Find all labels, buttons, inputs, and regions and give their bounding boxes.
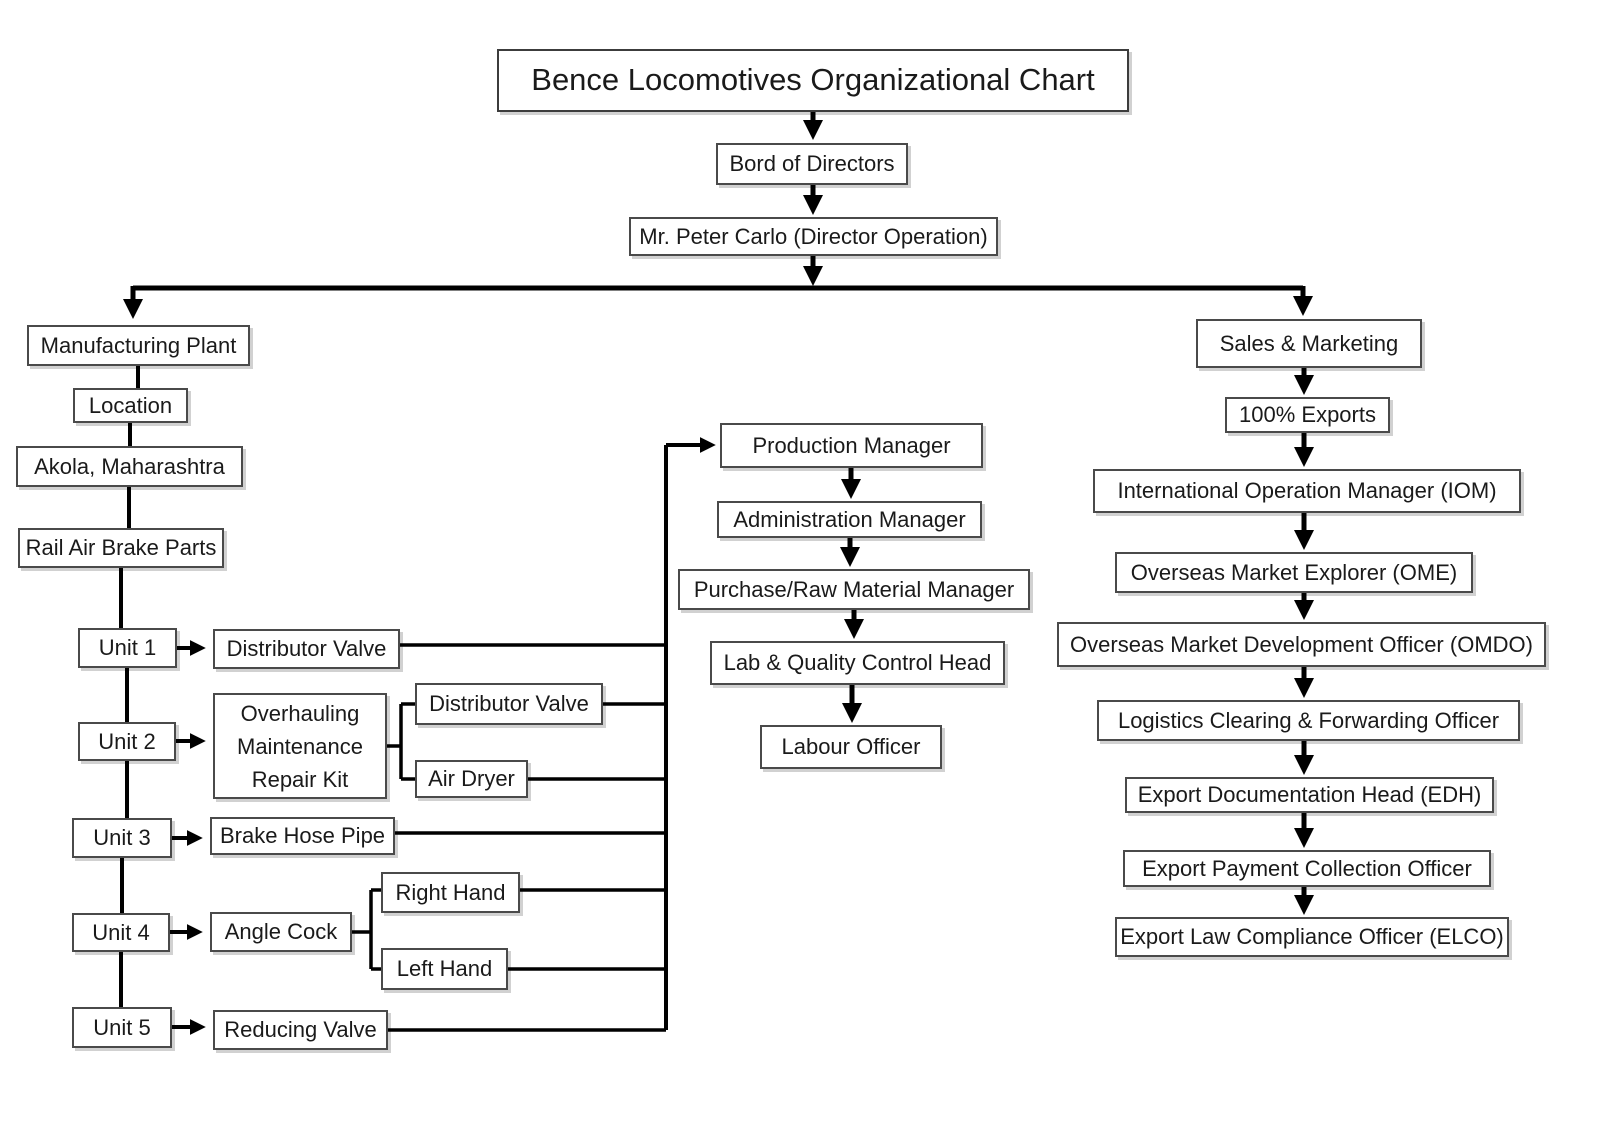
purchase-raw-material-manager-node: Purchase/Raw Material Manager	[678, 569, 1030, 610]
elco-node: Export Law Compliance Officer (ELCO)	[1115, 917, 1509, 957]
unit-3-node: Unit 3	[72, 818, 172, 858]
labour-officer-node: Labour Officer	[760, 725, 942, 769]
omdo-node: Overseas Market Development Officer (OMD…	[1057, 622, 1546, 667]
exports-node: 100% Exports	[1225, 397, 1390, 433]
unit-4-subproduct-2-node: Left Hand	[381, 948, 508, 990]
unit-2-subproduct-2-node: Air Dryer	[415, 760, 528, 798]
payment-officer-node: Export Payment Collection Officer	[1123, 850, 1491, 887]
unit-2-subproduct-1-node: Distributor Valve	[415, 683, 603, 725]
unit-4-product-node: Angle Cock	[210, 912, 352, 952]
lab-quality-control-head-node: Lab & Quality Control Head	[710, 641, 1005, 685]
edh-node: Export Documentation Head (EDH)	[1125, 777, 1494, 813]
logistics-officer-node: Logistics Clearing & Forwarding Officer	[1097, 700, 1520, 741]
title-box: Bence Locomotives Organizational Chart	[497, 49, 1129, 112]
location-node: Location	[73, 388, 188, 423]
unit-4-node: Unit 4	[72, 913, 170, 952]
unit-2-node: Unit 2	[78, 722, 176, 761]
sales-marketing-node: Sales & Marketing	[1196, 319, 1422, 368]
unit-3-product-node: Brake Hose Pipe	[210, 817, 395, 855]
location-value-node: Akola, Maharashtra	[16, 446, 243, 487]
production-manager-node: Production Manager	[720, 423, 983, 468]
unit-1-product-node: Distributor Valve	[213, 629, 400, 669]
unit-1-node: Unit 1	[78, 628, 177, 668]
manufacturing-plant-node: Manufacturing Plant	[27, 325, 250, 366]
unit-5-product-node: Reducing Valve	[213, 1010, 388, 1050]
director-node: Mr. Peter Carlo (Director Operation)	[629, 217, 998, 256]
rail-air-brake-parts-node: Rail Air Brake Parts	[18, 528, 224, 568]
unit-2-product-node: Overhauling Maintenance Repair Kit	[213, 693, 387, 799]
iom-node: International Operation Manager (IOM)	[1093, 469, 1521, 513]
unit-5-node: Unit 5	[72, 1007, 172, 1048]
unit-4-subproduct-1-node: Right Hand	[381, 872, 520, 913]
administration-manager-node: Administration Manager	[717, 501, 982, 538]
ome-node: Overseas Market Explorer (OME)	[1115, 552, 1473, 593]
board-of-directors-node: Bord of Directors	[716, 143, 908, 185]
